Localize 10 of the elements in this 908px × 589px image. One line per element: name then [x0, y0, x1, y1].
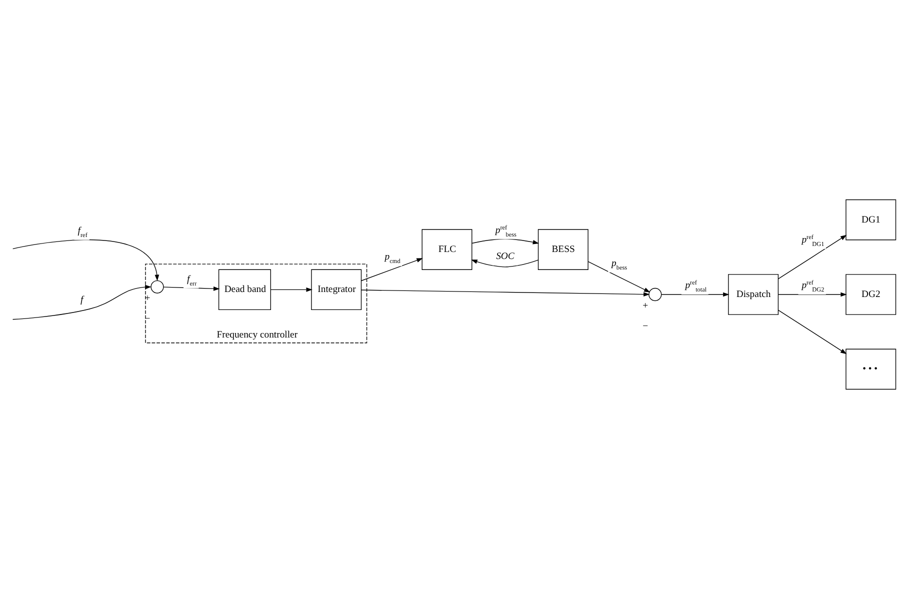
edge-label: p$_{cmd}$ — [384, 252, 400, 266]
edge-label: f — [80, 294, 84, 306]
edge-label: SOC — [496, 251, 514, 262]
edge-label: f$_{err}$ — [186, 274, 197, 288]
node-label: + — [642, 300, 648, 312]
node-label: − — [642, 321, 648, 332]
node-label: + — [144, 292, 150, 304]
node-label: − — [144, 314, 150, 325]
edge-label: f$_{ref}$ — [78, 225, 88, 239]
edge-label: p$_{bess}$ — [612, 258, 628, 272]
